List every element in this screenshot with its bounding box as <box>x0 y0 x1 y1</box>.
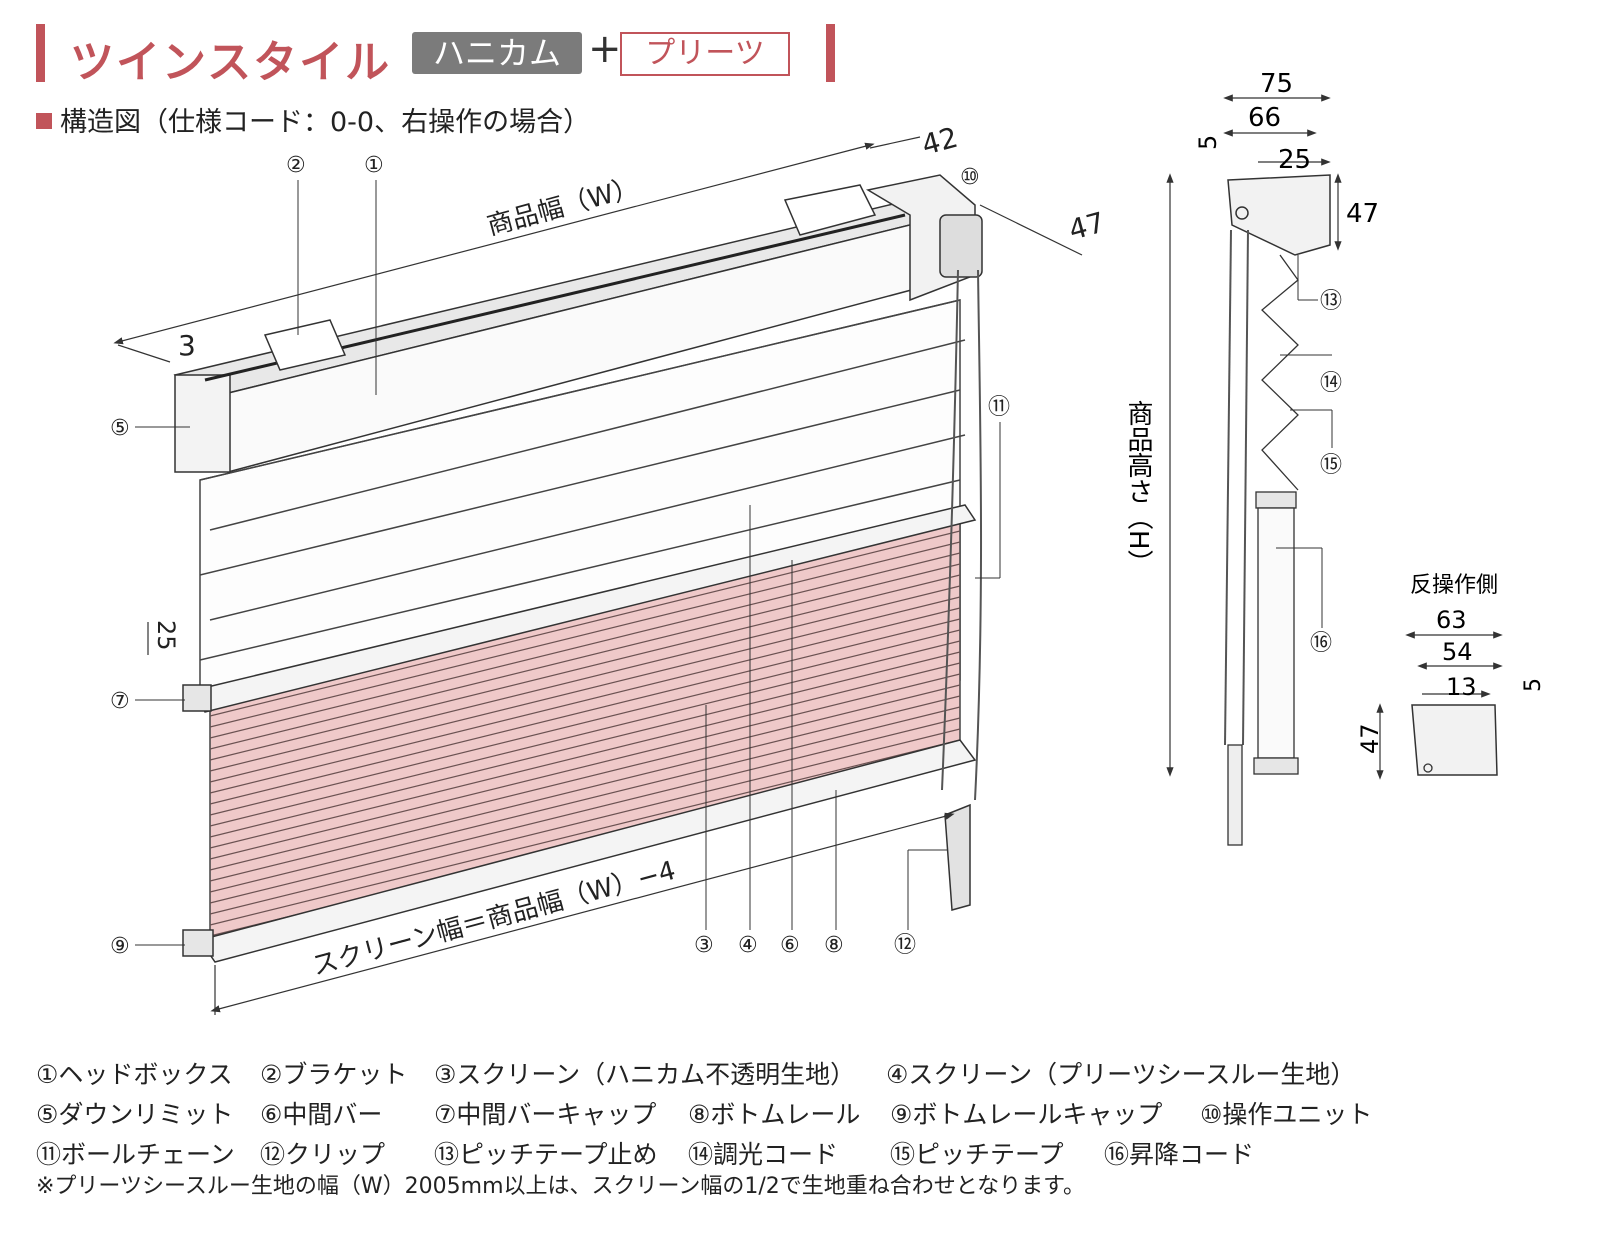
label-47: 47 <box>1065 206 1108 247</box>
legend-item: ③スクリーン（ハニカム不透明生地） <box>434 1060 856 1089</box>
label-25: 25 <box>152 620 180 651</box>
callout-12: ⑫ <box>894 933 916 958</box>
plus-sign: + <box>588 26 622 72</box>
callout-15: ⑮ <box>1320 453 1342 478</box>
honeycomb-pleat-line <box>209 607 961 794</box>
callout-6: ⑥ <box>780 933 800 958</box>
legend-item: ⑧ボトムレール <box>688 1100 861 1129</box>
label-reverse-13: 13 <box>1446 673 1477 701</box>
label-side-66: 66 <box>1248 103 1281 133</box>
label-side-25: 25 <box>1278 145 1311 175</box>
label-side-47: 47 <box>1346 199 1379 229</box>
page-title: ツインスタイル <box>70 37 392 88</box>
honeycomb-pleat-line <box>209 629 961 816</box>
legend-item: ⑩操作ユニット <box>1200 1100 1373 1129</box>
dim-42: 42 <box>869 121 961 162</box>
honeycomb-pleat-line <box>209 541 961 728</box>
callout-3: ③ <box>694 933 714 958</box>
middle-bar-cap <box>182 684 212 712</box>
legend-item: ④スクリーン（プリーツシースルー生地） <box>886 1060 1356 1089</box>
legend-item: ②ブラケット <box>260 1060 408 1089</box>
callout-4: ④ <box>738 933 758 958</box>
legend-item: ⑮ピッチテープ <box>890 1140 1064 1169</box>
callout-5: ⑤ <box>110 416 130 441</box>
honeycomb-pleat-line <box>209 574 961 761</box>
badge-honeycomb: ハニカム <box>412 32 582 74</box>
label-reverse-47: 47 <box>1356 723 1384 754</box>
callout-1: ① <box>364 153 384 178</box>
dim-25-pitch: 25 <box>147 620 180 655</box>
legend-item: ⑬ピッチテープ止め <box>434 1140 658 1169</box>
honeycomb-pleat-line <box>209 596 961 783</box>
square-bullet-icon <box>36 113 52 129</box>
side-section-view: 75 66 25 5 47 商品高さ（H） ⑬ ⑭ ⑮ ⑯ <box>1123 69 1379 846</box>
end-cap <box>174 374 231 473</box>
legend-item: ⑪ボールチェーン <box>36 1140 235 1169</box>
callout-14: ⑭ <box>1320 371 1342 396</box>
title-area: ツインスタイル ハニカム + プリーツ <box>36 24 836 88</box>
title-bar-right <box>826 24 835 82</box>
label-side-75: 75 <box>1260 69 1293 99</box>
callouts-main: ① ② ⑤ ⑦ ⑨ ③ ④ ⑥ ⑧ ⑫ ⑩ ⑪ <box>110 153 1010 959</box>
ball-chain <box>941 269 983 801</box>
badge-pleats: プリーツ <box>620 32 790 76</box>
label-reverse-side: 反操作側 <box>1410 573 1498 598</box>
label-reverse-5: 5 <box>1521 678 1546 692</box>
honeycomb-pleat-line <box>209 651 961 838</box>
label-42: 42 <box>918 121 961 162</box>
legend-item: ①ヘッドボックス <box>36 1060 233 1089</box>
callout-11: ⑪ <box>988 395 1010 420</box>
middle-bar <box>182 504 977 713</box>
honeycomb-pleat-line <box>209 552 961 739</box>
honeycomb-pleat-line <box>209 530 961 717</box>
legend-item: ⑭調光コード <box>688 1140 839 1169</box>
subtitle: 構造図（仕様コード：0-0、右操作の場合） <box>36 100 590 139</box>
legend-item: ⑯昇降コード <box>1104 1140 1255 1169</box>
dim-47: 47 <box>979 204 1108 256</box>
label-product-width: 商品幅（W） <box>484 172 642 241</box>
callout-13: ⑬ <box>1320 289 1342 314</box>
structure-diagram: 商品幅（W） 42 47 3 25 スクリーン幅＝商品幅（W）−4 ① ② ⑤ … <box>110 69 1546 1015</box>
label-reverse-63: 63 <box>1436 606 1467 634</box>
clip <box>944 803 971 911</box>
legend-item: ⑨ボトムレールキャップ <box>890 1100 1163 1129</box>
footnote: ※プリーツシースルー生地の幅（W）2005mm以上は、スクリーン幅の1/2で生地… <box>36 1174 1085 1199</box>
legend-item: ⑤ダウンリミット <box>36 1100 234 1129</box>
honeycomb-pleat-line <box>209 640 961 827</box>
legend-item: ⑥中間バー <box>260 1100 383 1129</box>
legend-item: ⑦中間バーキャップ <box>434 1100 657 1129</box>
callout-2: ② <box>286 153 306 178</box>
bottom-rail-cap <box>182 929 214 957</box>
callout-8: ⑧ <box>824 933 844 958</box>
callout-9: ⑨ <box>110 934 130 959</box>
legend-item: ⑫クリップ <box>260 1140 386 1169</box>
honeycomb-pleat-line <box>209 618 961 805</box>
operation-unit <box>865 174 983 302</box>
label-side-5: 5 <box>1194 135 1222 150</box>
dim-3: 3 <box>117 329 196 363</box>
label-product-height: 商品高さ（H） <box>1123 400 1153 576</box>
reverse-side-view: 反操作側 63 54 13 5 47 <box>1356 573 1546 780</box>
label-3: 3 <box>178 329 196 362</box>
subtitle-text: 構造図（仕様コード：0-0、右操作の場合） <box>60 107 591 138</box>
honeycomb-pleat-line <box>209 563 961 750</box>
label-reverse-54: 54 <box>1442 638 1473 666</box>
title-bar-left <box>36 24 45 82</box>
callout-10: ⑩ <box>960 165 980 190</box>
honeycomb-pleat-line <box>209 585 961 772</box>
callout-16: ⑯ <box>1310 631 1332 656</box>
callout-7: ⑦ <box>110 689 130 714</box>
